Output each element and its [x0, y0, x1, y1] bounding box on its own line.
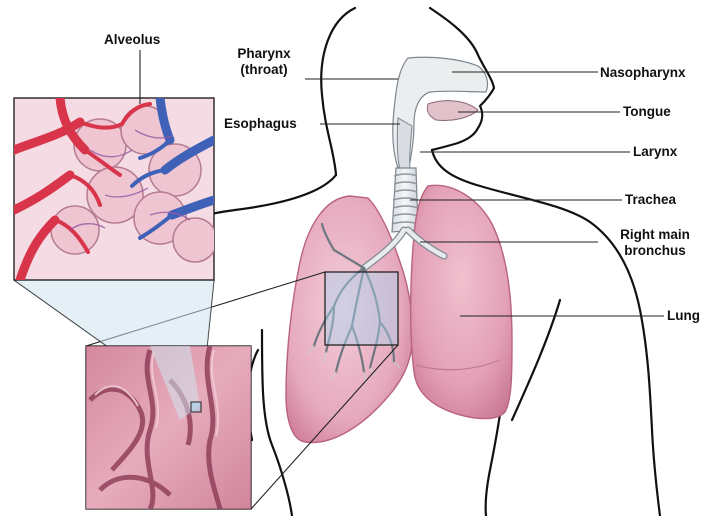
label-pharynx-line2: (throat) — [225, 62, 303, 78]
tissue-zoom-box — [191, 402, 201, 412]
tissue-panel — [86, 346, 251, 509]
label-tongue: Tongue — [623, 104, 671, 120]
label-nasopharynx: Nasopharynx — [600, 65, 686, 81]
label-right-main-bronchus-line2: bronchus — [600, 243, 710, 259]
label-right-main-bronchus-line1: Right main — [600, 227, 710, 243]
label-lung: Lung — [667, 308, 700, 324]
label-pharynx-line1: Pharynx — [225, 46, 303, 62]
magnified-region-box — [325, 272, 398, 345]
label-larynx: Larynx — [633, 144, 677, 160]
label-esophagus: Esophagus — [224, 116, 297, 132]
upper-airway — [393, 57, 488, 182]
label-alveolus: Alveolus — [104, 32, 160, 48]
label-right-main-bronchus: Right main bronchus — [600, 227, 710, 259]
alveolus-panel — [14, 98, 217, 280]
label-pharynx: Pharynx (throat) — [225, 46, 303, 78]
label-trachea: Trachea — [625, 192, 676, 208]
right-lung — [411, 185, 512, 418]
